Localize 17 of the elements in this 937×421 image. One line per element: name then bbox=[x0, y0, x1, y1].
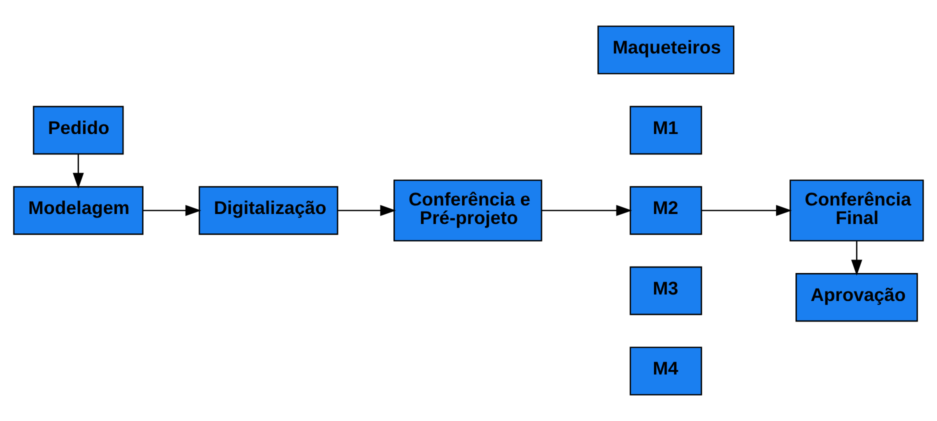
node-box: Pedido bbox=[32, 106, 124, 155]
arrow bbox=[72, 154, 84, 189]
node-box: Aprovação bbox=[796, 273, 918, 322]
arrow bbox=[702, 204, 792, 216]
arrow bbox=[542, 204, 632, 216]
arrow bbox=[143, 204, 202, 216]
node-box: M1 bbox=[630, 106, 702, 155]
node-box: Conferência e Pré-projeto bbox=[394, 180, 542, 242]
node-box: Conferência Final bbox=[790, 180, 924, 242]
node-box: M2 bbox=[630, 186, 702, 235]
node-box: M4 bbox=[630, 346, 702, 396]
node-box: M3 bbox=[630, 266, 702, 316]
node-box: Digitalização bbox=[198, 186, 338, 235]
node-box: Modelagem bbox=[13, 186, 144, 235]
node-box: Maqueteiros bbox=[597, 26, 734, 74]
arrow bbox=[338, 204, 396, 216]
arrow bbox=[851, 241, 862, 276]
